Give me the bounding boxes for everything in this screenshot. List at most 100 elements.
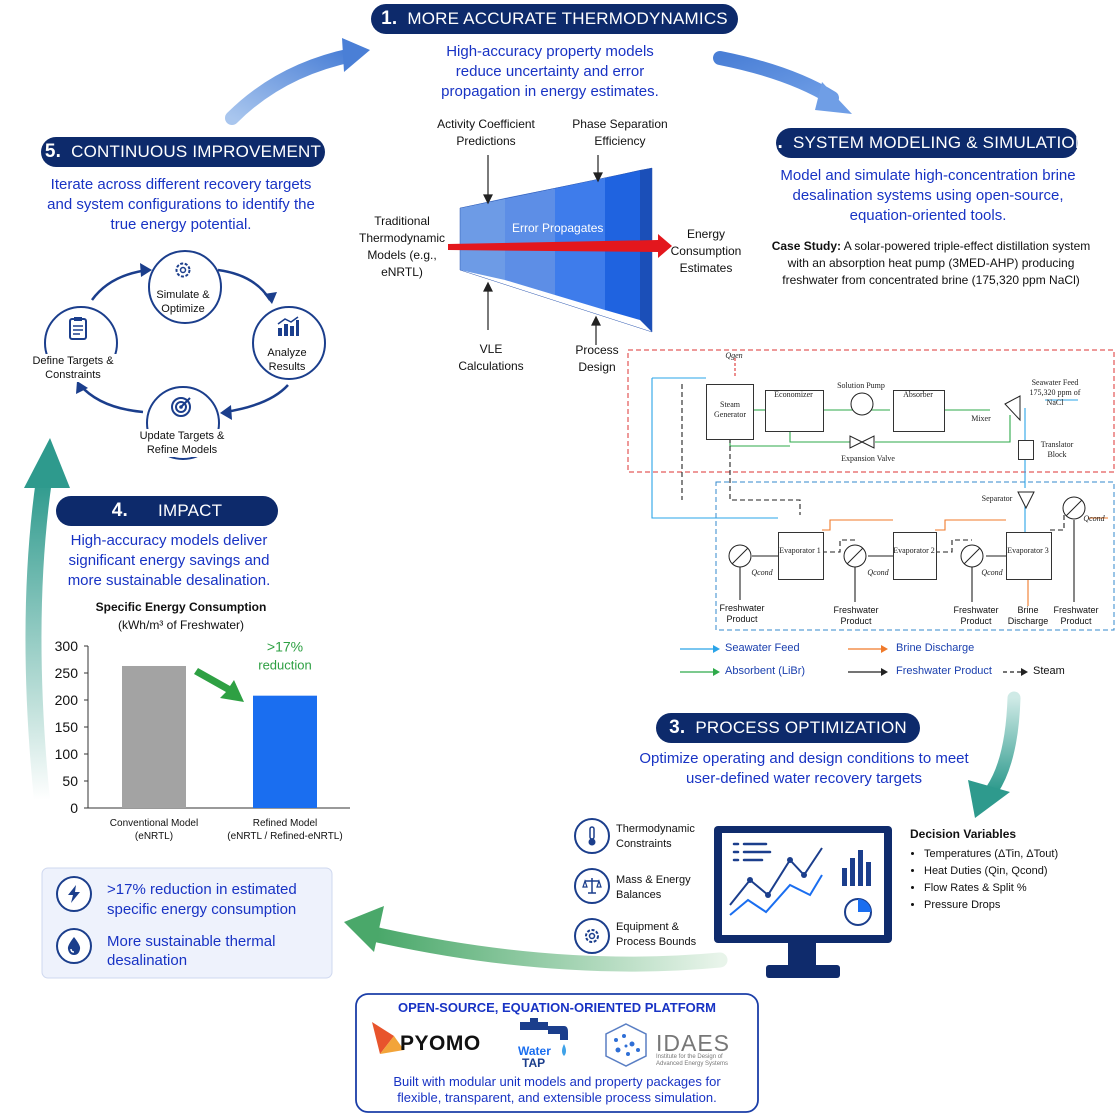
economizer-label: Economizer bbox=[774, 390, 813, 399]
chart-bar bbox=[122, 665, 186, 808]
qgen-label: Qgen bbox=[725, 351, 743, 360]
impact-item-energy: >17% reduction in estimated specific ene… bbox=[107, 881, 297, 918]
chart-y-tick-label: 0 bbox=[70, 800, 78, 816]
step4-description: High-accuracy models deliver significant… bbox=[67, 532, 271, 589]
expansion-valve bbox=[849, 435, 875, 449]
decision-var-heat-duties: Heat Duties (Qin, Qcond) bbox=[924, 863, 1058, 880]
step2-pill: 2. SYSTEM MODELING & SIMULATION bbox=[767, 128, 1087, 158]
absorber-box bbox=[893, 390, 945, 432]
decision-variables-title: Decision Variables bbox=[910, 827, 1017, 841]
thermometer-icon bbox=[574, 818, 610, 854]
freshwater-product-4: Freshwater Product bbox=[1053, 605, 1099, 626]
decision-var-pressure-drops: Pressure Drops bbox=[924, 897, 1058, 914]
legend-steam: Steam bbox=[1033, 665, 1065, 677]
evaporator3-label: Evaporator 3 bbox=[1007, 546, 1049, 555]
platform-title: OPEN-SOURCE, EQUATION-ORIENTED PLATFORM bbox=[397, 1000, 717, 1015]
idaes-logo bbox=[605, 1023, 647, 1067]
step1-description: High-accuracy property models reduce unc… bbox=[441, 43, 659, 100]
evaporator1-label: Evaporator 1 bbox=[779, 546, 821, 555]
error-funnel bbox=[448, 167, 672, 333]
step3-pill: 3. PROCESS OPTIMIZATION bbox=[656, 713, 920, 743]
funnel-energy-label: Energy Consumption Estimates bbox=[670, 227, 742, 275]
separator-label: Separator bbox=[981, 494, 1013, 503]
qcond-label-3: Qcond bbox=[981, 568, 1003, 577]
economizer-box bbox=[765, 390, 824, 432]
chart-category-label: (eNRTL / Refined-eNRTL) bbox=[227, 831, 342, 842]
decision-var-flow-rates: Flow Rates & Split % bbox=[924, 880, 1058, 897]
chart-y-tick-label: 150 bbox=[55, 719, 79, 735]
evaporator3-box bbox=[1006, 532, 1052, 580]
impact-item-sustainable: More sustainable thermal desalination bbox=[107, 933, 276, 969]
legend-brine: Brine Discharge bbox=[896, 642, 975, 654]
scale-icon bbox=[574, 868, 610, 904]
arrow-3-to-4-head bbox=[344, 906, 384, 952]
med-region bbox=[715, 481, 1115, 631]
chart-category-label: Refined Model bbox=[253, 818, 317, 829]
water-drop-icon bbox=[56, 928, 92, 964]
cycle-simulate-label: Simulate & Optimize bbox=[156, 289, 210, 315]
step4-pill: 4. IMPACT bbox=[56, 496, 278, 526]
clipboard-glyph bbox=[68, 316, 88, 340]
gear-icon bbox=[574, 918, 610, 954]
step2-number: 2. bbox=[766, 132, 783, 153]
absorber-label: Absorber bbox=[903, 390, 933, 399]
error-propagation-arrow bbox=[448, 234, 672, 258]
step2-description: Model and simulate high-concentration br… bbox=[780, 167, 1076, 224]
chart-bar bbox=[253, 695, 317, 808]
solution-pump bbox=[850, 392, 874, 416]
pump-label: Solution Pump bbox=[837, 381, 885, 390]
chart-category-label: Conventional Model bbox=[110, 818, 198, 829]
seawater-feed-label: Seawater Feed 175,320 ppm of NaCl bbox=[1029, 378, 1081, 407]
mixer bbox=[1004, 395, 1021, 422]
step5-pill: 5. CONTINUOUS IMPROVEMENT bbox=[41, 137, 325, 167]
evaporator2-box bbox=[893, 532, 937, 580]
funnel-phase-label: Phase Separation Efficiency bbox=[572, 117, 668, 148]
cycle-define-label: Define Targets & Constraints bbox=[24, 354, 122, 382]
arrow-2-to-3 bbox=[985, 691, 1021, 797]
step3-description: Optimize operating and design conditions… bbox=[639, 750, 969, 787]
case-study: Case Study: A solar-powered triple-effec… bbox=[762, 238, 1100, 289]
freshwater-product-1: Freshwater Product bbox=[719, 603, 765, 624]
step1-pill: 1. MORE ACCURATE THERMODYNAMICS bbox=[371, 4, 738, 34]
cycle-chart-icon bbox=[252, 306, 326, 380]
arrow-4-to-5-head bbox=[24, 438, 70, 488]
step5-number: 5. bbox=[44, 141, 62, 162]
watertap-logo-text-1: Water bbox=[518, 1044, 551, 1058]
step3-number: 3. bbox=[669, 717, 686, 738]
evaporator2-label: Evaporator 2 bbox=[893, 546, 935, 555]
arrow-5-to-1-head bbox=[342, 38, 370, 72]
step3-title: PROCESS OPTIMIZATION bbox=[695, 718, 907, 737]
evaporator1-box bbox=[778, 532, 824, 580]
arrow-3-to-4 bbox=[370, 927, 728, 972]
target-glyph bbox=[170, 396, 192, 418]
translator-block-label: Translator Block bbox=[1040, 440, 1074, 459]
arrow-5-to-1 bbox=[225, 48, 359, 125]
step1-number: 1. bbox=[381, 8, 398, 29]
decision-var-temperatures: Temperatures (ΔTin, ΔTout) bbox=[924, 846, 1058, 863]
watertap-logo-text-2: TAP bbox=[522, 1056, 546, 1070]
platform-description: Built with modular unit models and prope… bbox=[393, 1074, 721, 1105]
step5-description: Iterate across different recovery target… bbox=[47, 176, 315, 233]
pyomo-logo-text: PYOMO bbox=[400, 1032, 481, 1055]
expansion-valve-label: Expansion Valve bbox=[841, 454, 895, 463]
arrow-4-to-5 bbox=[25, 472, 52, 808]
constraint-mass-energy: Mass & Energy Balances bbox=[616, 874, 691, 901]
chart-y-tick-label: 200 bbox=[55, 692, 79, 708]
cycle-gear-glyph bbox=[173, 260, 193, 280]
lightning-icon bbox=[56, 876, 92, 912]
optimization-monitor bbox=[714, 826, 892, 978]
bar-chart-glyph bbox=[276, 316, 300, 338]
case-study-label: Case Study: bbox=[771, 239, 842, 253]
platform-box bbox=[355, 993, 759, 1113]
chart-y-tick-label: 50 bbox=[62, 773, 78, 789]
legend-absorbent: Absorbent (LiBr) bbox=[725, 665, 806, 677]
freshwater-product-3: Freshwater Product bbox=[953, 605, 999, 626]
qcond-label-2: Qcond bbox=[867, 568, 889, 577]
legend-seawater: Seawater Feed bbox=[725, 642, 800, 654]
arrow-2-to-3-head bbox=[968, 780, 1010, 818]
chart-reduction-arrow bbox=[194, 668, 244, 702]
watertap-logo bbox=[520, 1018, 568, 1056]
